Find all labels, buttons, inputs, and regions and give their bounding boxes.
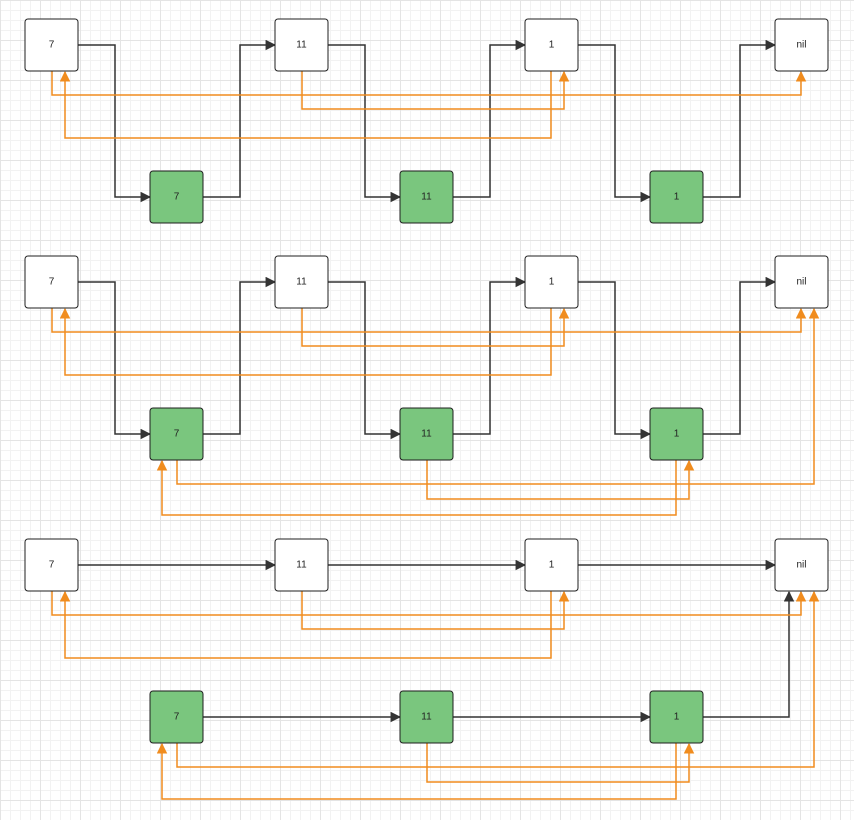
random-edge	[301, 590, 570, 630]
svg-text:1: 1	[674, 712, 680, 723]
random-edge	[426, 459, 695, 500]
svg-text:7: 7	[49, 277, 55, 288]
svg-text:11: 11	[296, 560, 307, 571]
node-nil: nil	[774, 255, 829, 309]
node-copy: 11	[399, 170, 454, 224]
next-edge	[703, 39, 777, 198]
svg-text:1: 1	[549, 40, 555, 51]
node-copy: 11	[399, 690, 454, 744]
svg-text:11: 11	[296, 40, 307, 51]
svg-text:7: 7	[174, 429, 180, 440]
next-edge	[328, 44, 402, 203]
next-edge	[453, 276, 527, 435]
node-original: 11	[274, 538, 329, 592]
node-copy: 7	[149, 170, 204, 224]
svg-text:1: 1	[674, 429, 680, 440]
node-nil: nil	[774, 18, 829, 72]
next-edge	[203, 276, 277, 435]
svg-text:1: 1	[549, 277, 555, 288]
random-edge	[176, 590, 820, 768]
node-original: 7	[24, 538, 79, 592]
stage-3: 7 11 1 nil 7 11 1	[24, 538, 829, 800]
random-edge	[59, 307, 552, 376]
node-copy: 7	[149, 690, 204, 744]
node-copy: 1	[649, 170, 704, 224]
node-original: 11	[274, 18, 329, 72]
stage-2: 7 11 1 nil 7 11 1	[24, 255, 829, 516]
next-edge	[78, 44, 152, 203]
svg-text:7: 7	[49, 40, 55, 51]
node-original: 1	[524, 255, 579, 309]
next-edge	[578, 281, 652, 440]
node-nil: nil	[774, 538, 829, 592]
svg-text:1: 1	[674, 192, 680, 203]
random-edge	[301, 307, 570, 347]
next-edge	[203, 39, 277, 198]
svg-text:7: 7	[49, 560, 55, 571]
random-edge	[176, 307, 820, 485]
svg-text:11: 11	[421, 192, 432, 203]
svg-text:nil: nil	[796, 40, 806, 51]
node-original: 11	[274, 255, 329, 309]
svg-text:nil: nil	[796, 277, 806, 288]
svg-text:11: 11	[421, 712, 432, 723]
svg-text:11: 11	[296, 277, 307, 288]
next-edge	[703, 276, 777, 435]
random-edge	[59, 590, 552, 659]
node-copy: 11	[399, 407, 454, 461]
random-edge	[51, 307, 807, 333]
node-original: 1	[524, 18, 579, 72]
stage-1: 7 11 1 nil 7 11 1	[24, 18, 829, 224]
next-edge	[703, 590, 795, 718]
random-edge	[156, 742, 677, 800]
node-copy: 1	[649, 407, 704, 461]
node-copy: 7	[149, 407, 204, 461]
svg-text:7: 7	[174, 712, 180, 723]
next-edge	[328, 281, 402, 440]
svg-text:7: 7	[174, 192, 180, 203]
random-edge	[51, 590, 807, 616]
node-original: 1	[524, 538, 579, 592]
svg-text:11: 11	[421, 429, 432, 440]
random-edge	[426, 742, 695, 783]
next-edge	[78, 281, 152, 440]
svg-text:nil: nil	[796, 560, 806, 571]
next-edge	[578, 44, 652, 203]
random-edge	[156, 459, 677, 516]
node-copy: 1	[649, 690, 704, 744]
node-original: 7	[24, 255, 79, 309]
svg-text:1: 1	[549, 560, 555, 571]
node-original: 7	[24, 18, 79, 72]
random-edge	[301, 70, 570, 110]
random-edge	[59, 70, 552, 139]
random-edge	[51, 70, 807, 96]
next-edge	[453, 39, 527, 198]
